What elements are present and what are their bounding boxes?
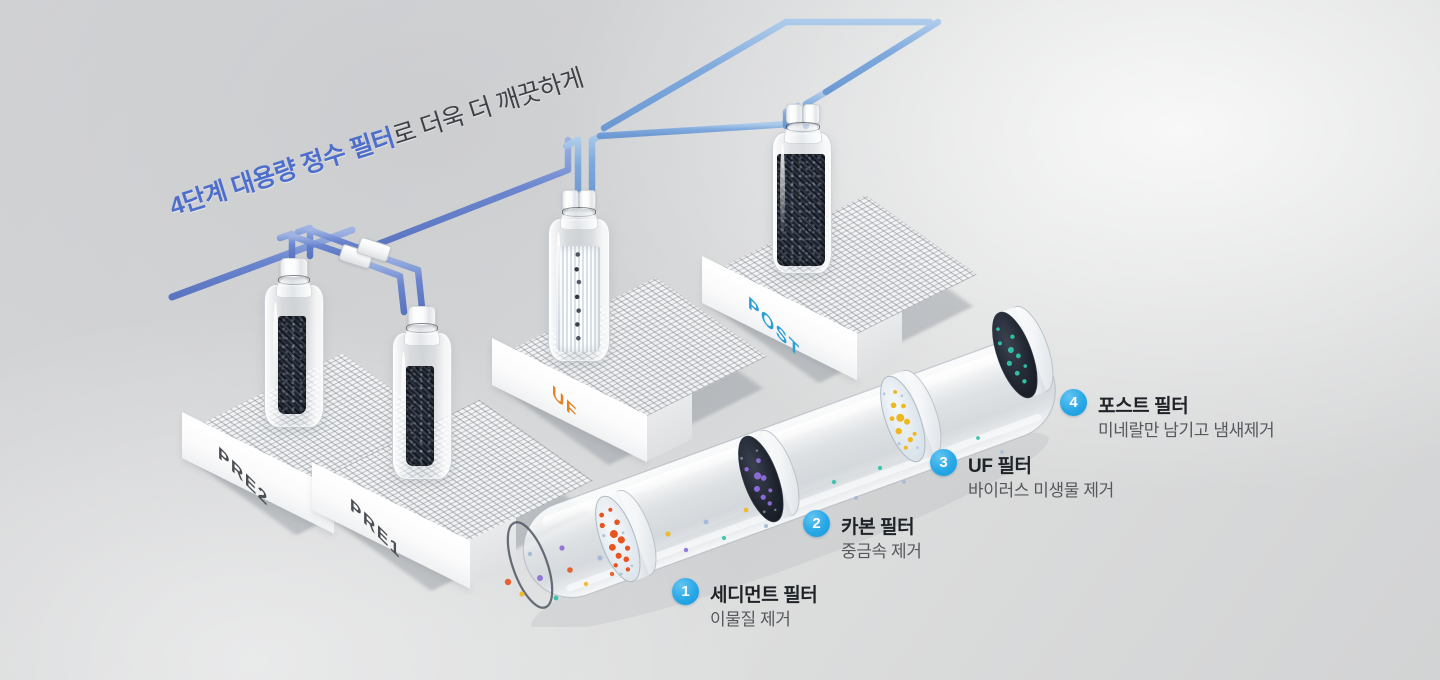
disc-post <box>992 305 1054 399</box>
cartridge-uf-glint <box>556 232 561 330</box>
cartridge-pre1-ring <box>406 323 438 333</box>
legend-title-1: 세디먼트 필터 <box>710 585 818 606</box>
legend-subtitle-4: 미네랄만 남기고 냄새제거 <box>1098 421 1275 440</box>
glass-open-end <box>506 521 554 609</box>
disc-uf <box>880 369 942 463</box>
uf-riser-a <box>562 136 582 200</box>
inlet-tube <box>168 226 356 301</box>
cartridge-post-cap-a <box>786 104 803 124</box>
legend-title-2: 카본 필터 <box>841 517 915 538</box>
cartridge-pre1-neck <box>404 306 440 346</box>
cartridge-uf <box>548 218 610 362</box>
cartridge-pre1-glint <box>401 352 406 450</box>
disc-carbon <box>738 429 800 523</box>
plinth-pre2-label: PRE2 <box>218 441 269 512</box>
junction-to-uf-run <box>364 136 572 252</box>
junction-to-pre1-a <box>358 258 408 316</box>
cartridge-post-cap-b <box>803 104 820 124</box>
junction-to-pre1-b <box>374 252 426 312</box>
cartridge-pre2-ring <box>278 275 310 285</box>
post-outlet-run <box>822 18 942 96</box>
cartridge-pre2 <box>264 284 324 428</box>
cartridge-pre2-neck <box>276 258 312 298</box>
legend-subtitle-2: 중금속 제거 <box>841 542 922 561</box>
cartridge-uf-neck <box>560 190 598 230</box>
cartridge-pre2-glint <box>273 302 278 398</box>
cartridge-post-glint <box>780 144 785 240</box>
plinth-pre1-label: PRE1 <box>350 493 401 564</box>
top-outlet-run <box>600 18 934 132</box>
cartridge-post <box>772 132 832 274</box>
legend-badge-4: 4 <box>1060 389 1087 416</box>
cutaway-glass-tube <box>504 305 1056 627</box>
legend-title-4: 포스트 필터 <box>1098 396 1189 417</box>
legend-subtitle-3: 바이러스 미생물 제거 <box>968 481 1114 500</box>
cartridge-pre2-media <box>278 316 306 414</box>
cartridge-pre1-media <box>406 366 434 466</box>
legend-badge-1: 1 <box>672 578 699 605</box>
legend-badge-2: 2 <box>803 510 830 537</box>
legend-badge-3: 3 <box>930 449 957 476</box>
cartridge-post-media <box>777 154 825 266</box>
legend-subtitle-1: 이물질 제거 <box>710 610 791 629</box>
cartridge-uf-ring <box>562 207 596 217</box>
legend-title-3: UF 필터 <box>968 456 1032 477</box>
uf-to-post-low <box>596 120 794 140</box>
cartridge-post-neck <box>784 104 822 144</box>
cartridge-uf-fiber-core <box>572 246 584 352</box>
disc-sediment <box>595 489 657 583</box>
cartridge-post-ring <box>786 122 820 132</box>
cartridge-uf-media <box>556 246 600 352</box>
uf-riser-b <box>588 130 608 200</box>
cartridge-pre1 <box>392 332 452 480</box>
